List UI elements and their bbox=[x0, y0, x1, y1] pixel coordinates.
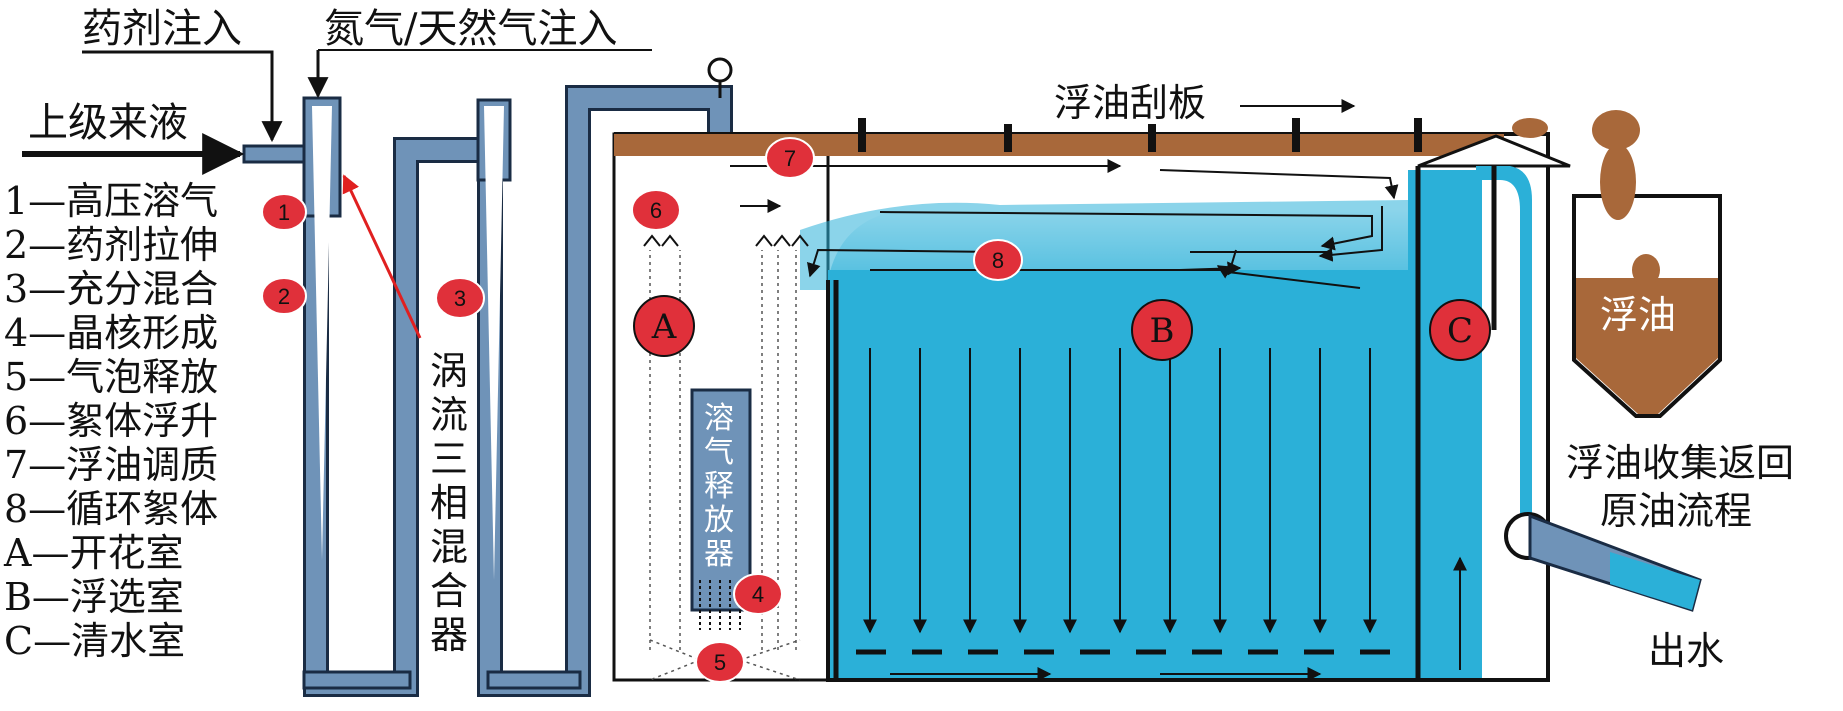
outlet-label: 出水 bbox=[1648, 629, 1724, 673]
chemical-injection-label: 药剂注入 bbox=[82, 6, 242, 52]
mixer-label-char: 器 bbox=[430, 613, 468, 657]
marker-5: 5 bbox=[695, 641, 745, 683]
mixer-label-char: 三 bbox=[430, 437, 468, 481]
legend-item: C—清水室 bbox=[4, 619, 185, 663]
svg-text:7: 7 bbox=[784, 146, 796, 171]
oil-return-label-1: 浮油收集返回 bbox=[1566, 441, 1794, 485]
releaser-label-char: 释 bbox=[704, 469, 734, 504]
svg-text:C: C bbox=[1447, 311, 1473, 351]
nozzle-1 bbox=[312, 106, 332, 560]
legend-item: 5—气泡释放 bbox=[4, 355, 218, 399]
flow-arrows-b bbox=[730, 159, 1467, 681]
mixer-label-char: 流 bbox=[430, 393, 468, 437]
svg-text:6: 6 bbox=[650, 198, 662, 223]
pipe-foot-1 bbox=[302, 670, 412, 690]
svg-text:3: 3 bbox=[454, 286, 466, 311]
skimmer-paddle bbox=[1292, 118, 1300, 152]
svg-text:5: 5 bbox=[714, 650, 726, 675]
legend-item: 1—高压溶气 bbox=[4, 179, 218, 223]
marker-2: 2 bbox=[261, 277, 307, 315]
legend-item: A—开花室 bbox=[3, 531, 183, 575]
marker-8: 8 bbox=[973, 239, 1023, 281]
mixer-label: 涡 流 三 相 混 合 器 bbox=[430, 349, 468, 657]
hopper-oil bbox=[1576, 278, 1718, 414]
svg-text:2: 2 bbox=[278, 284, 290, 309]
rise-carets bbox=[643, 234, 809, 247]
releaser-label-char: 器 bbox=[704, 537, 734, 572]
marker-3: 3 bbox=[435, 277, 485, 319]
chemical-arrow bbox=[82, 50, 283, 143]
oil-return-label-2: 原油流程 bbox=[1600, 489, 1752, 533]
marker-7: 7 bbox=[765, 137, 815, 179]
oil-layer bbox=[614, 134, 1504, 156]
svg-text:A: A bbox=[651, 307, 677, 347]
mixer-label-char: 涡 bbox=[430, 349, 468, 393]
oil-drop bbox=[1600, 144, 1636, 220]
upstream-feed-label: 上级来液 bbox=[28, 100, 188, 146]
mixer-label-char: 合 bbox=[430, 569, 468, 613]
svg-text:1: 1 bbox=[278, 200, 290, 225]
svg-text:8: 8 bbox=[992, 248, 1004, 273]
clearwater-channel bbox=[1476, 166, 1532, 520]
skimmer-paddle bbox=[1148, 124, 1156, 152]
skimmer-paddle bbox=[1004, 124, 1012, 152]
legend: 1—高压溶气 2—药剂拉伸 3—充分混合 4—晶核形成 5—气泡释放 6—絮体浮… bbox=[3, 179, 218, 663]
chamber-b-marker: B bbox=[1131, 299, 1193, 361]
chamber-c-marker: C bbox=[1429, 299, 1491, 361]
legend-item: 6—絮体浮升 bbox=[4, 399, 218, 443]
gas-releaser bbox=[690, 388, 752, 612]
skimmer-paddle bbox=[858, 118, 866, 152]
inlet-stub bbox=[242, 144, 306, 164]
chamber-b-body bbox=[828, 270, 1408, 680]
marker-1: 1 bbox=[261, 193, 307, 231]
oil-hopper bbox=[1512, 110, 1722, 418]
mixer-label-char: 相 bbox=[430, 481, 468, 525]
legend-item: 7—浮油调质 bbox=[4, 443, 218, 487]
nozzle-2 bbox=[484, 106, 504, 580]
chamber-b-surface bbox=[800, 200, 1408, 290]
releaser-label: 溶 气 释 放 器 bbox=[704, 401, 734, 572]
chamber-a-marker: A bbox=[633, 295, 695, 357]
mixer-label-char: 混 bbox=[430, 525, 468, 569]
mixer-pipes bbox=[242, 85, 733, 697]
gas-injection-label: 氮气/天然气注入 bbox=[324, 6, 617, 52]
svg-text:4: 4 bbox=[752, 582, 764, 607]
pressure-gauge bbox=[707, 57, 733, 83]
marker-4: 4 bbox=[733, 573, 783, 615]
svg-text:B: B bbox=[1150, 311, 1175, 351]
marker-6: 6 bbox=[631, 189, 681, 231]
oil-drop bbox=[1632, 254, 1660, 286]
legend-item: B—浮选室 bbox=[4, 575, 184, 619]
releaser-label-char: 放 bbox=[704, 503, 734, 538]
releaser-label-char: 溶 bbox=[704, 401, 734, 436]
legend-item: 2—药剂拉伸 bbox=[4, 223, 218, 267]
legend-item: 8—循环絮体 bbox=[4, 487, 218, 531]
flotation-tank bbox=[612, 57, 1571, 682]
legend-item: 4—晶核形成 bbox=[4, 311, 218, 355]
skimmer-paddle bbox=[1414, 118, 1422, 152]
oil-drop bbox=[1592, 110, 1640, 150]
skimmer-label: 浮油刮板 bbox=[1054, 81, 1206, 125]
pipe-foot-2 bbox=[486, 670, 582, 690]
releaser-label-char: 气 bbox=[704, 435, 734, 470]
mixer-pointer-arrow bbox=[342, 174, 422, 339]
legend-item: 3—充分混合 bbox=[4, 267, 218, 311]
oil-drop bbox=[1512, 118, 1548, 138]
oil-hopper-label: 浮油 bbox=[1600, 293, 1676, 337]
outlet-water bbox=[1610, 552, 1700, 610]
